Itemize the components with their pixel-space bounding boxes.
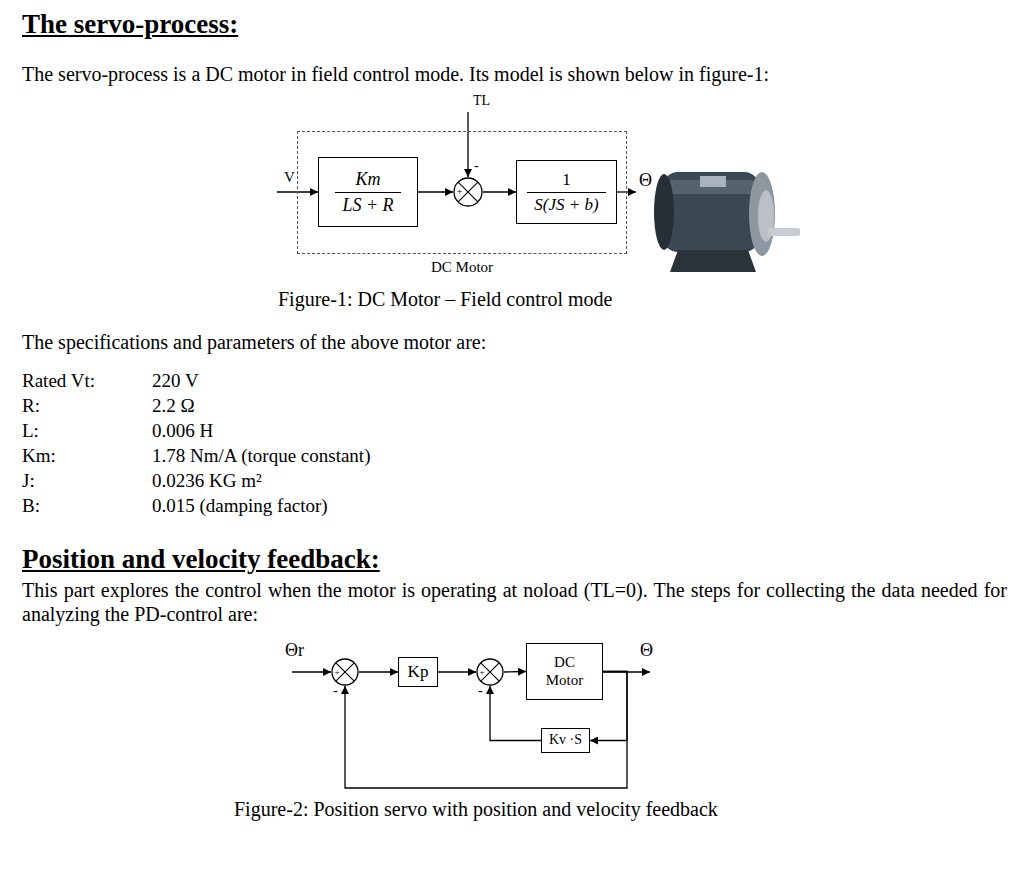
body-text: This part explores the control when the …	[22, 578, 1007, 626]
parameter-name: L:	[22, 420, 39, 443]
minus-sign: -	[474, 159, 479, 173]
minus-sign: -	[333, 684, 338, 698]
denominator: S(JS + b)	[527, 192, 605, 215]
block-text: Kv ·S	[549, 732, 582, 748]
section-heading: Position and velocity feedback:	[22, 543, 380, 575]
plus-sign: +	[479, 668, 484, 677]
block-text: DC Motor	[539, 654, 591, 689]
motor-photo	[654, 172, 800, 272]
plus-sign: +	[457, 187, 463, 197]
figure-caption: Figure-2: Position servo with position a…	[234, 797, 718, 821]
parameter-value: 0.0236 KG m²	[152, 470, 262, 493]
signal-name: Θ	[639, 170, 652, 192]
block-text: Kp	[408, 662, 429, 682]
figure-caption: Figure-1: DC Motor – Field control mode	[278, 287, 612, 311]
body-text: The servo-process is a DC motor in field…	[22, 62, 769, 86]
parameter-value: 1.78 Nm/A (torque constant)	[152, 445, 370, 468]
summing-junction: +-	[453, 177, 483, 207]
numerator: Km	[351, 169, 384, 192]
page-title: The servo-process:	[22, 8, 238, 40]
body-text: The specifications and parameters of the…	[22, 330, 486, 354]
velocity-feedback-block: Kv ·S	[541, 728, 590, 753]
parameter-value: 2.2 Ω	[152, 395, 195, 418]
denominator: LS + R	[335, 192, 400, 216]
parameter-value: 220 V	[152, 370, 199, 393]
signal-name: V	[284, 168, 295, 186]
plus-sign: +	[334, 668, 339, 677]
signal-name: TL	[473, 93, 490, 110]
parameter-name: B:	[22, 495, 40, 518]
load-torque-wire	[467, 112, 468, 177]
parameter-value: 0.006 H	[152, 420, 213, 443]
parameter-name: J:	[22, 470, 35, 493]
transfer-block: KmLS + R	[318, 157, 418, 227]
numerator: 1	[558, 170, 575, 192]
parameter-value: 0.015 (damping factor)	[152, 495, 328, 518]
signal-name: Θr	[285, 640, 304, 662]
signal-connector	[504, 671, 526, 673]
parameter-name: Km:	[22, 445, 56, 468]
parameter-name: Rated Vt:	[22, 370, 95, 393]
motor-block: DC Motor	[526, 643, 603, 700]
summing-junction: +-	[331, 658, 359, 686]
signal-connector	[418, 191, 453, 192]
signal-connector	[438, 671, 476, 672]
signal-connector	[359, 671, 398, 672]
dc-motor-boundary: DC MotorKmLS + R+-1S(JS + b)	[297, 131, 627, 254]
parameter-name: R:	[22, 395, 40, 418]
signal-name: Θ	[640, 640, 653, 662]
gain-block: Kp	[398, 657, 438, 687]
minus-sign: -	[478, 684, 483, 698]
reference-wire	[292, 671, 331, 672]
block-caption: DC Motor	[298, 259, 626, 276]
transfer-block: 1S(JS + b)	[516, 160, 617, 224]
signal-connector	[483, 191, 516, 192]
summing-junction: +-	[476, 658, 504, 686]
